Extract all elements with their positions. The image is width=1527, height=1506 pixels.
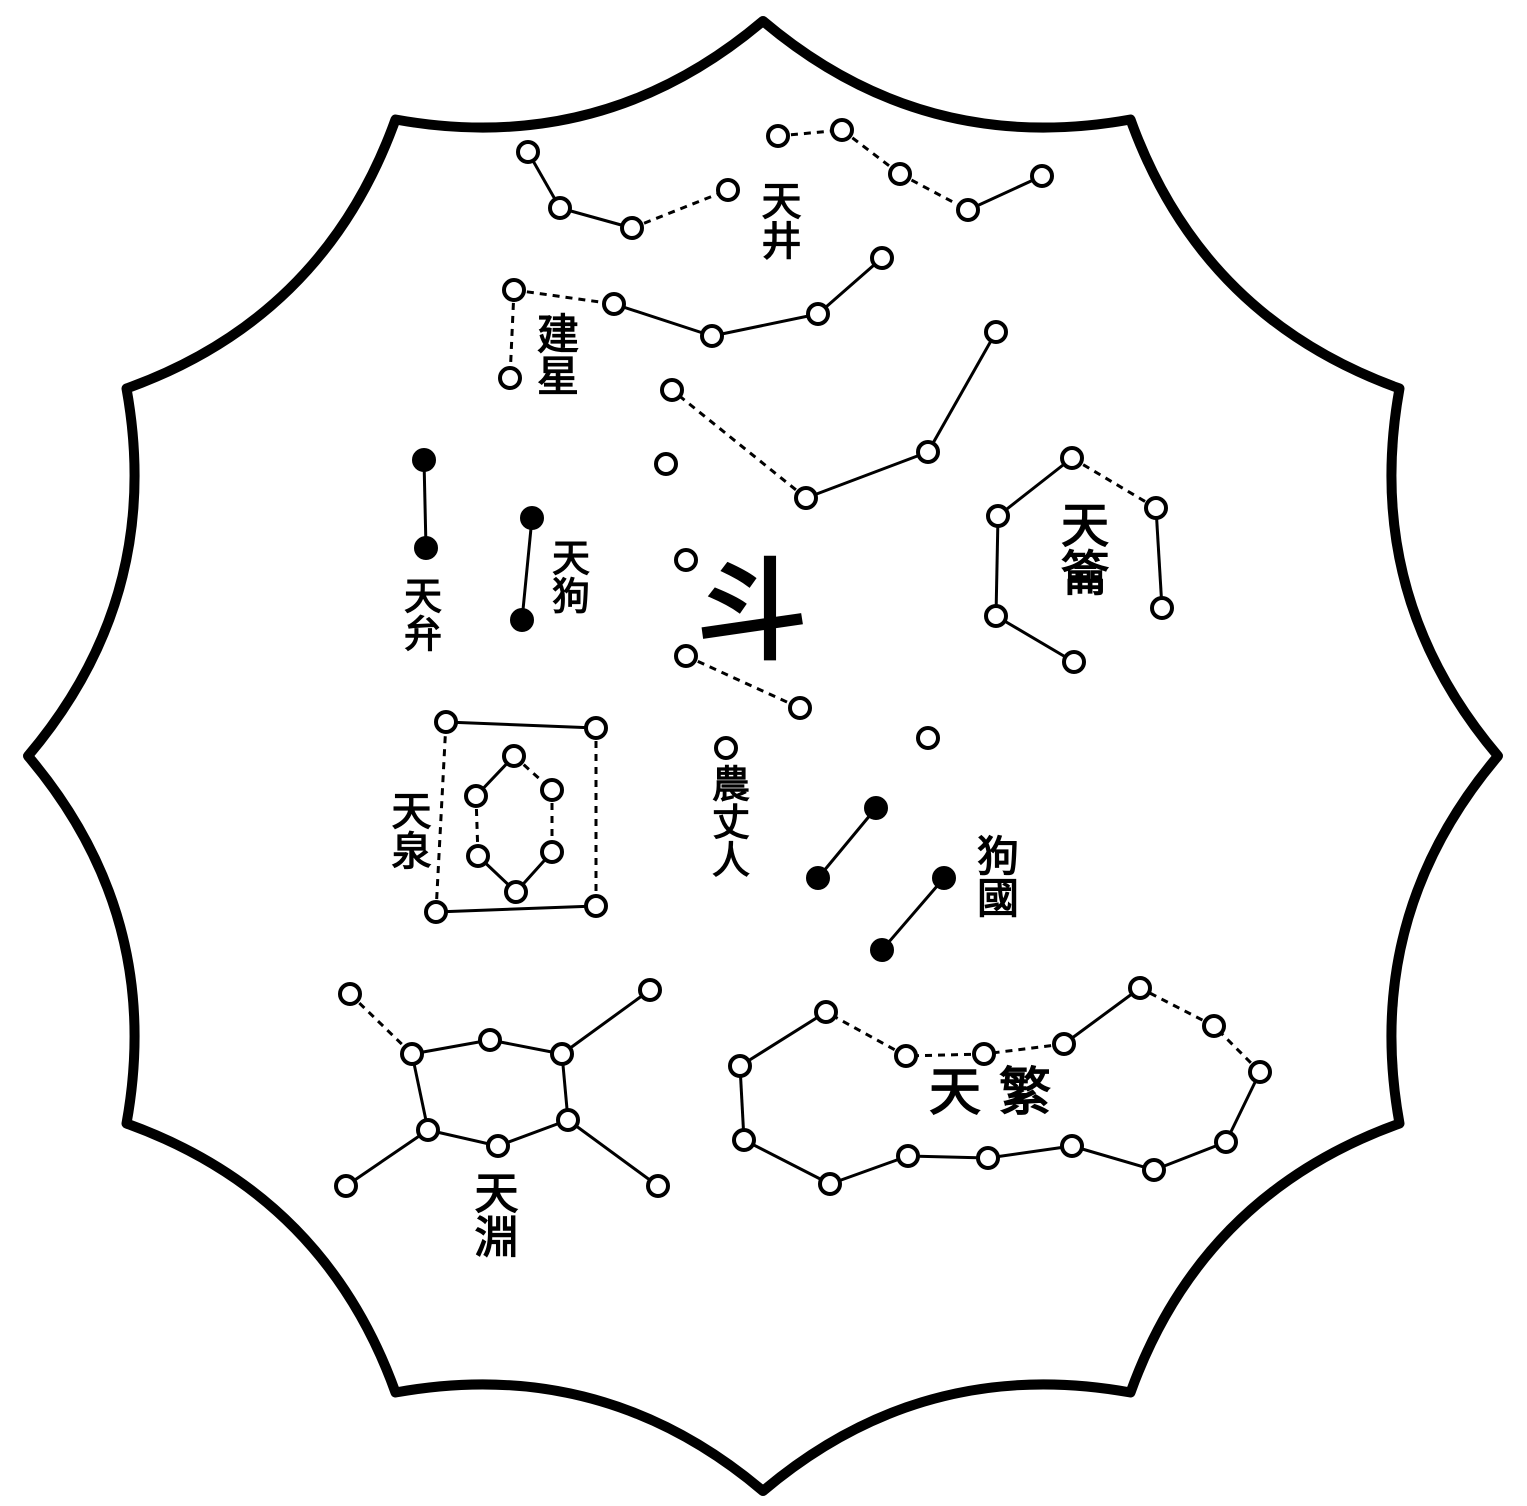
label-tianyuan: 天淵 <box>467 1170 519 1258</box>
dou-star-4 <box>656 454 676 474</box>
tianjing-star-0 <box>518 142 538 162</box>
tianquan-star-3 <box>426 902 446 922</box>
tianyue-star-4 <box>986 606 1006 626</box>
tianquan-star-2 <box>586 896 606 916</box>
tianjian-star-12 <box>1054 1034 1074 1054</box>
dou-star-5 <box>676 550 696 570</box>
tianyuan-star-6 <box>488 1136 508 1156</box>
tianjian-star-6 <box>1062 1136 1082 1156</box>
tianjian-star-13 <box>974 1044 994 1064</box>
jianxing-star-0 <box>504 280 524 300</box>
tianjing-star-8 <box>1032 166 1052 186</box>
tianjian-star-5 <box>978 1148 998 1168</box>
tianyuan-star-5 <box>558 1110 578 1130</box>
tianjian-star-11 <box>1130 978 1150 998</box>
label-tianbian: 天弁 <box>398 576 443 652</box>
tianquan-star-8 <box>542 842 562 862</box>
tianquan-star-6 <box>542 780 562 800</box>
tianyue-star-0 <box>1062 448 1082 468</box>
tianjian-star-1 <box>730 1056 750 1076</box>
tianjian-star-10 <box>1204 1016 1224 1036</box>
tianjian-star-14 <box>896 1046 916 1066</box>
nongzhangren-star-0 <box>716 738 736 758</box>
tianquan-star-4 <box>504 746 524 766</box>
dou-star-1 <box>918 442 938 462</box>
tianbian-line-0 <box>424 460 426 548</box>
tianquan-star-9 <box>506 882 526 902</box>
tianyue-star-5 <box>988 506 1008 526</box>
jiangu-star-4 <box>871 939 893 961</box>
jianxing-star-1 <box>500 368 520 388</box>
tianjing-star-7 <box>958 200 978 220</box>
tiangou-star-0 <box>521 507 543 529</box>
tianquan-star-1 <box>586 718 606 738</box>
tianyuan-star-7 <box>418 1120 438 1140</box>
tianyuan-star-1 <box>402 1044 422 1064</box>
tianjian-star-0 <box>816 1002 836 1022</box>
tianquan-star-0 <box>436 712 456 732</box>
jianxing-star-4 <box>808 304 828 324</box>
label-dou: 斗 <box>697 547 807 676</box>
label-tianjing: 天井 <box>755 180 802 261</box>
tianyuan-star-2 <box>480 1030 500 1050</box>
tianjing-star-5 <box>832 120 852 140</box>
jiangu-star-1 <box>865 797 887 819</box>
label-tiangou: 天狗 <box>546 538 591 614</box>
dou-star-2 <box>796 488 816 508</box>
tianjian-star-4 <box>898 1146 918 1166</box>
label-tianquan: 天泉 <box>385 790 432 870</box>
tianyue-line-3 <box>996 516 998 616</box>
tianjian-star-3 <box>820 1174 840 1194</box>
jianxing-star-3 <box>702 326 722 346</box>
tianyuan-star-8 <box>336 1176 356 1196</box>
tianjing-star-4 <box>768 126 788 146</box>
dou-star-0 <box>986 322 1006 342</box>
jiangu-star-0 <box>918 728 938 748</box>
tianjing-star-3 <box>718 180 738 200</box>
tianjian-star-8 <box>1216 1132 1236 1152</box>
label-tianyue: 天籥 <box>1052 500 1109 596</box>
tianjian-star-9 <box>1250 1062 1270 1082</box>
tiangou-star-1 <box>511 609 533 631</box>
tianyue-star-2 <box>1152 598 1172 618</box>
jianxing-star-2 <box>604 294 624 314</box>
tianquan-star-7 <box>468 846 488 866</box>
label-nongzhangren: 農丈人 <box>706 764 751 878</box>
label-jianxing: 建星 <box>531 312 580 396</box>
dou-star-7 <box>790 698 810 718</box>
tianbian-star-0 <box>413 449 435 471</box>
jiangu-star-2 <box>807 867 829 889</box>
tianyuan-star-9 <box>648 1176 668 1196</box>
dou-star-3 <box>662 380 682 400</box>
jianxing-star-5 <box>872 248 892 268</box>
tianyue-star-3 <box>1064 652 1084 672</box>
tianyuan-star-4 <box>640 980 660 1000</box>
tianjing-star-6 <box>890 164 910 184</box>
tianjian-line-4 <box>908 1156 988 1158</box>
tianjian-star-7 <box>1144 1160 1164 1180</box>
tianjing-star-1 <box>550 198 570 218</box>
label-jiangu: 狗國 <box>971 834 1020 918</box>
jiangu-star-3 <box>933 867 955 889</box>
tianquan-star-5 <box>466 786 486 806</box>
tianyuan-star-3 <box>552 1044 572 1064</box>
dou-star-6 <box>676 646 696 666</box>
tianjian-star-2 <box>734 1130 754 1150</box>
label-tianjian: 天 繁 <box>929 1062 1051 1123</box>
tianjing-star-2 <box>622 218 642 238</box>
tianyue-star-1 <box>1146 498 1166 518</box>
tianyuan-star-0 <box>340 984 360 1004</box>
tianbian-star-1 <box>415 537 437 559</box>
